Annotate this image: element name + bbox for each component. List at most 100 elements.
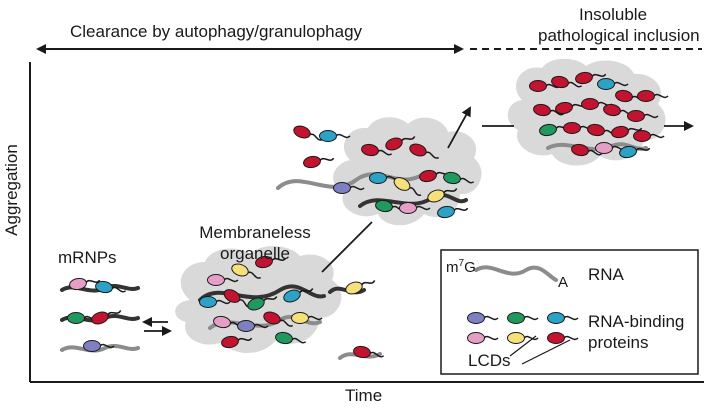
protein-body	[223, 289, 241, 303]
protein-body	[409, 143, 427, 157]
rna-binding-protein	[533, 103, 565, 117]
protein-lcd-tail	[587, 149, 603, 156]
protein-lcd-tail	[523, 335, 539, 341]
protein-lcd-tail	[442, 188, 458, 194]
legend-tail-label: A	[558, 274, 569, 291]
protein-body	[67, 312, 85, 324]
rna-binding-protein	[547, 332, 579, 344]
protein-body	[333, 182, 351, 194]
rna-binding-protein	[467, 312, 499, 324]
protein-body	[255, 255, 273, 269]
rna-binding-protein	[437, 205, 469, 219]
rna-binding-protein	[615, 89, 647, 103]
protein-body	[597, 78, 615, 90]
protein-body	[199, 296, 217, 308]
legend-lcd-label: LCDs	[468, 351, 511, 370]
protein-body	[303, 155, 321, 169]
protein-body	[627, 110, 645, 122]
protein-lcd-tail	[563, 315, 579, 321]
rna-binding-protein	[409, 143, 439, 159]
legend-rbp-label: RNA-binding proteins	[588, 311, 684, 353]
rna-binding-protein	[199, 296, 231, 308]
organelle-line-2: organelle	[220, 244, 290, 263]
rna-binding-protein	[69, 277, 101, 291]
protein-body	[443, 171, 461, 185]
rna-binding-protein	[597, 78, 629, 90]
protein-lcd-tail	[653, 93, 669, 99]
rna-binding-protein	[571, 143, 603, 157]
protein-lcd-tail	[483, 335, 499, 341]
rna-binding-protein	[291, 312, 323, 324]
protein-group	[67, 71, 669, 359]
protein-lcd-tail	[215, 299, 231, 305]
protein-lcd-tail	[237, 337, 253, 342]
organelle-label: Membraneless organelle	[190, 222, 320, 264]
rna-binding-protein	[385, 136, 416, 151]
protein-lcd-tail	[549, 109, 565, 116]
legend-cap-label: m7G	[446, 258, 476, 276]
protein-body	[595, 142, 613, 154]
protein-body	[539, 123, 557, 137]
protein-body	[345, 281, 363, 295]
protein-lcd-tail	[415, 205, 431, 211]
protein-body	[467, 332, 485, 344]
protein-lcd-tail	[262, 296, 278, 302]
protein-lcd-tail	[298, 288, 314, 294]
legend-box	[440, 249, 699, 375]
legend-lcd-pointer-2	[521, 339, 571, 365]
rna-binding-protein	[237, 320, 269, 332]
insoluble-line-1: Insoluble	[578, 5, 648, 24]
protein-body	[353, 345, 371, 359]
protein-lcd-tail	[649, 133, 665, 139]
rna-binding-protein	[619, 145, 651, 159]
legend-rna-strand	[474, 265, 558, 282]
rna-binding-protein	[293, 125, 323, 141]
rna-binding-protein	[303, 155, 335, 169]
y-axis-label: Aggregation	[2, 144, 21, 236]
protein-body	[619, 145, 637, 159]
rna-binding-protein	[633, 130, 665, 142]
protein-body	[533, 103, 551, 117]
protein-lcd-tail	[349, 185, 365, 191]
protein-body	[419, 169, 437, 183]
protein-body	[95, 280, 113, 294]
protein-body	[507, 332, 525, 344]
protein-lcd-tail	[425, 151, 439, 159]
organelle-to-growth-line	[321, 221, 373, 273]
protein-body	[581, 98, 599, 110]
protein-body	[385, 137, 403, 151]
rna-binding-protein	[575, 71, 607, 85]
protein-lcd-tail	[627, 127, 643, 132]
rna-binding-protein	[551, 75, 583, 89]
protein-body	[571, 143, 589, 157]
rna-binding-protein	[231, 263, 261, 279]
protein-body	[319, 130, 337, 142]
protein-lcd-tail	[567, 81, 583, 88]
mrnps-label: mRNPs	[58, 248, 117, 267]
legend-rbp-line-2: proteins	[588, 333, 649, 352]
protein-lcd-tail	[223, 277, 239, 283]
protein-body	[555, 101, 573, 115]
protein-body	[611, 125, 629, 139]
rna-binding-protein	[83, 340, 115, 352]
insoluble-line-2: pathological inclusion	[538, 26, 700, 45]
insoluble-label: Insoluble pathological inclusion	[538, 4, 700, 46]
protein-body	[437, 205, 455, 219]
rna-binding-protein	[255, 255, 287, 269]
clearance-label: Clearance by autophagy/granulophagy	[70, 22, 363, 41]
protein-lcd-tail	[453, 207, 469, 212]
protein-lcd-tail	[613, 81, 629, 87]
rna-binding-protein	[275, 331, 307, 345]
protein-body	[633, 130, 651, 142]
protein-lcd-tail	[360, 280, 376, 286]
protein-body	[587, 123, 605, 137]
protein-lcd-tail	[99, 343, 115, 349]
legend-rbp-line-1: RNA-binding	[588, 312, 685, 331]
legend-cap-sup: 7	[458, 258, 465, 269]
protein-lcd-tail	[247, 271, 261, 279]
protein-body	[213, 315, 231, 329]
protein-body	[427, 189, 445, 203]
protein-body	[283, 289, 301, 303]
rna-binding-protein	[467, 332, 499, 344]
protein-body	[575, 71, 593, 85]
